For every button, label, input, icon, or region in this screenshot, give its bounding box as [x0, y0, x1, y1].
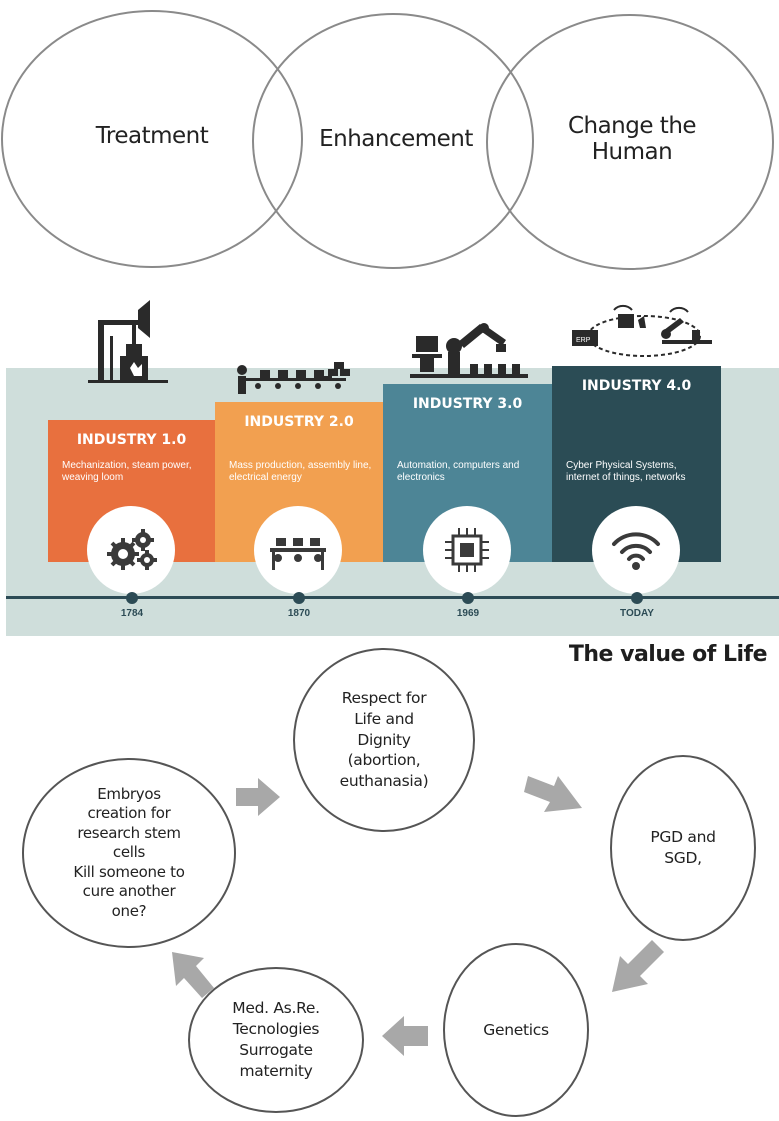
timeline-axis — [6, 596, 779, 599]
node-text: Embryos creation for research stem cells… — [73, 784, 185, 920]
industry-title: INDUSTRY 1.0 — [76, 432, 187, 448]
industry-card-1: INDUSTRY 1.0 Mechanization, steam power,… — [48, 420, 215, 562]
arrow-right-down-icon — [524, 776, 582, 812]
factory-pictogram — [88, 300, 168, 383]
node-genetics: Genetics — [443, 943, 589, 1117]
venn-circles — [1, 10, 774, 270]
industry-title: INDUSTRY 4.0 — [581, 378, 692, 394]
arrow-right-icon — [236, 778, 280, 816]
venn-label-change-the-human: Change the Human — [567, 113, 697, 166]
venn-label-treatment: Treatment — [95, 123, 209, 149]
industry-description: Mechanization, steam power, weaving loom — [62, 460, 192, 483]
industry-timeline: ERP INDUSTRY 1.0 Mechanization, steam po… — [0, 290, 779, 636]
industry-title: INDUSTRY 2.0 — [244, 414, 354, 430]
node-pgd-sgd: PGD and SGD, — [610, 755, 756, 941]
chip-icon — [423, 506, 511, 594]
assembly-line-pictogram — [237, 362, 350, 394]
timeline-dot — [462, 592, 474, 604]
node-text: PGD and SGD, — [650, 828, 716, 867]
wifi-icon — [592, 506, 680, 594]
node-text: Med. As.Re. Tecnologies Surrogate matern… — [232, 999, 320, 1080]
timeline-dot — [631, 592, 643, 604]
node-med-asre: Med. As.Re. Tecnologies Surrogate matern… — [188, 967, 364, 1113]
venn-circle-change — [486, 14, 774, 270]
cyber-system-pictogram: ERP — [572, 304, 712, 357]
value-of-life-cycle: The value of Life Respect for Life and D… — [0, 636, 779, 1121]
node-text: Respect for Life and Dignity (abortion, … — [339, 688, 429, 791]
timeline-dot — [293, 592, 305, 604]
industry-description: Mass production, assembly line, electric… — [229, 460, 372, 483]
industry-description: Cyber Physical Systems, internet of thin… — [566, 460, 686, 483]
year-label: 1969 — [456, 608, 480, 619]
timeline-dot — [126, 592, 138, 604]
industry-description: Automation, computers and electronics — [397, 460, 520, 483]
conveyor-icon — [254, 506, 342, 594]
robot-arm-pictogram — [410, 323, 528, 378]
gears-icon — [87, 506, 175, 594]
year-label: 1784 — [120, 608, 144, 619]
venn-circle-enhancement — [252, 13, 534, 269]
cycle-title: The value of Life — [568, 642, 768, 667]
arrow-up-left-icon — [172, 952, 214, 998]
year-label: 1870 — [287, 608, 311, 619]
venn-label-enhancement: Enhancement — [319, 126, 473, 152]
node-respect-for-life: Respect for Life and Dignity (abortion, … — [293, 648, 475, 832]
erp-label: ERP — [576, 337, 591, 344]
arrow-down-left-icon — [612, 940, 664, 992]
venn-diagram: Treatment Enhancement Change the Human — [0, 0, 779, 280]
arrow-left-icon — [382, 1016, 428, 1056]
venn-circle-treatment — [1, 10, 303, 268]
industry-title: INDUSTRY 3.0 — [412, 396, 523, 412]
year-label: TODAY — [620, 608, 654, 619]
node-embryos: Embryos creation for research stem cells… — [22, 758, 236, 948]
node-text: Genetics — [483, 1020, 549, 1039]
